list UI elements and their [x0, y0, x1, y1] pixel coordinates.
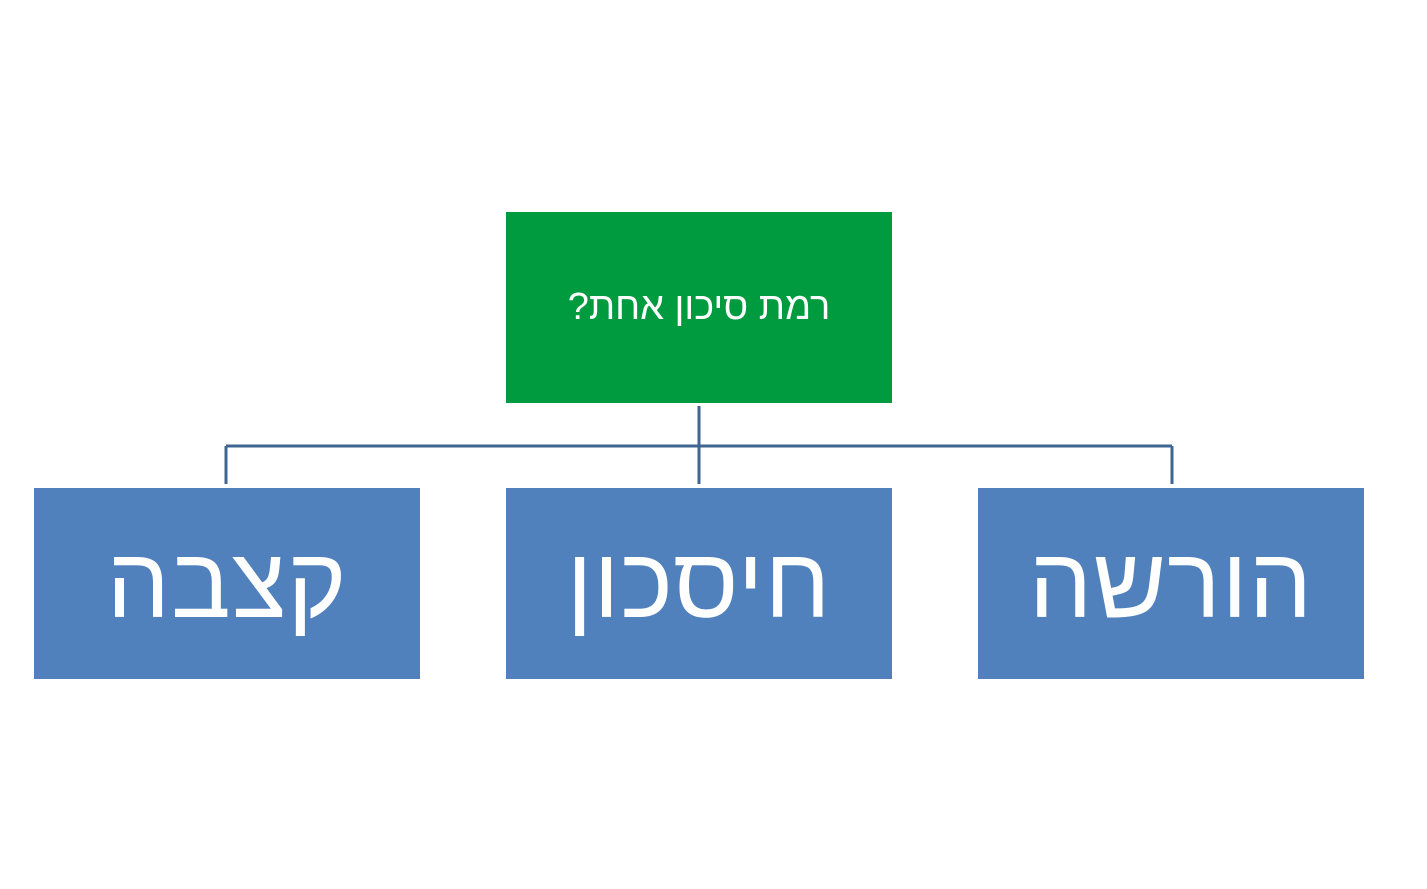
child-node-savings: חיסכון — [506, 488, 892, 679]
child-node-label: חיסכון — [566, 527, 832, 639]
child-node-label: קצבה — [106, 527, 348, 639]
root-node: רמת סיכון אחת? — [506, 212, 892, 403]
root-node-label: רמת סיכון אחת? — [567, 286, 831, 328]
child-node-inheritance: הורשה — [978, 488, 1364, 679]
child-node-pension: קצבה — [34, 488, 420, 679]
child-node-label: הורשה — [1028, 527, 1314, 639]
